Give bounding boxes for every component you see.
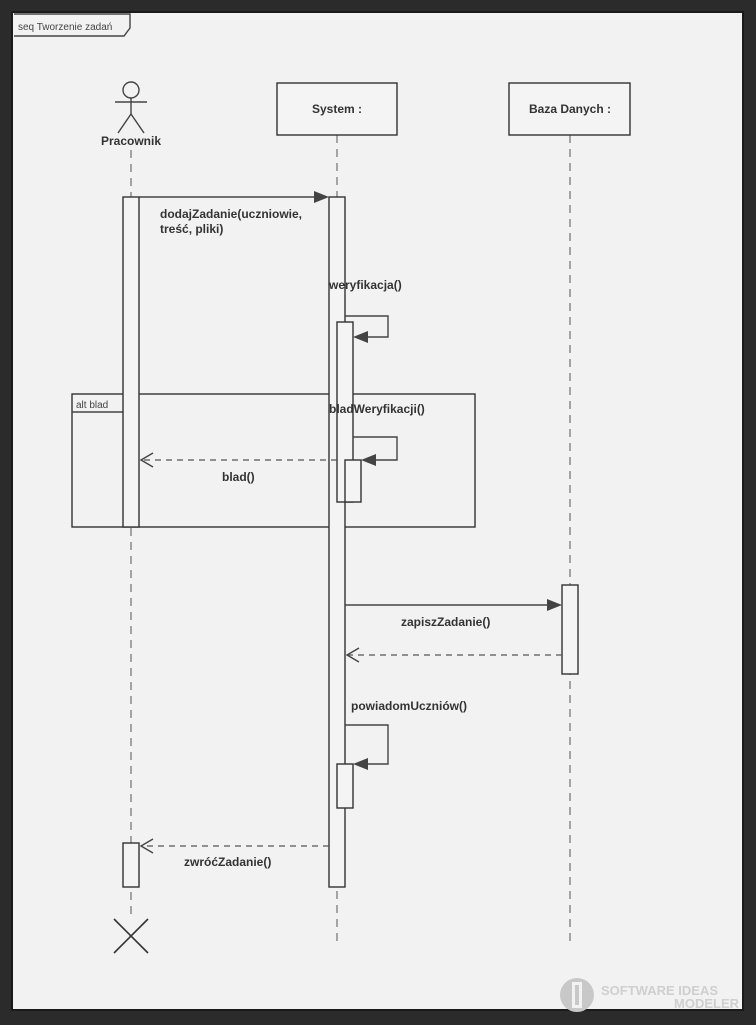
participant-db-label: Baza Danych : xyxy=(529,102,611,116)
message-zapisz-label: zapiszZadanie() xyxy=(401,615,490,629)
message-powiadom-uczniow[interactable]: powiadomUczniów() xyxy=(345,699,467,770)
frame-label: seq Tworzenie zadań xyxy=(18,22,112,33)
watermark-line1: SOFTWARE IDEAS xyxy=(601,983,718,998)
diagram-page xyxy=(11,11,744,1011)
activation-system-blad[interactable] xyxy=(344,459,362,503)
activation-pracownik-1[interactable] xyxy=(122,196,140,528)
message-blad-label: blad() xyxy=(222,470,255,484)
activation-baza-danych[interactable] xyxy=(561,584,579,675)
message-blad-weryfikacji[interactable]: bladWeryfikacji() xyxy=(329,402,425,466)
alt-label: alt blad xyxy=(76,400,108,411)
message-powiadom-label: powiadomUczniów() xyxy=(351,699,467,713)
message-zapisz-return[interactable] xyxy=(345,647,562,663)
message-weryfikacja[interactable]: weryfikacja() xyxy=(328,278,402,343)
destruction-x-icon xyxy=(113,918,149,954)
message-zapisz-zadanie[interactable]: zapiszZadanie() xyxy=(345,599,562,629)
message-weryfikacja-label: weryfikacja() xyxy=(328,278,402,292)
message-dodaj-label-2: treść, pliki) xyxy=(160,222,223,236)
activation-pracownik-2[interactable] xyxy=(122,842,140,888)
message-dodaj-label-1: dodajZadanie(uczniowie, xyxy=(160,207,302,221)
message-blad[interactable]: blad() xyxy=(139,452,337,484)
participant-baza-danych[interactable]: Baza Danych : xyxy=(508,82,631,136)
participant-system-label: System : xyxy=(312,102,362,116)
message-dodaj-zadanie[interactable]: dodajZadanie(uczniowie, treść, pliki) xyxy=(139,191,329,236)
actor-label: Pracownik xyxy=(101,134,161,148)
participant-system[interactable]: System : xyxy=(276,82,398,136)
message-blad-weryfikacji-label: bladWeryfikacji() xyxy=(329,402,425,416)
message-zwroc-zadanie[interactable]: zwróćZadanie() xyxy=(139,838,329,869)
activation-system-powiadom[interactable] xyxy=(336,763,354,809)
actor-icon[interactable] xyxy=(115,81,147,134)
message-zwroc-label: zwróćZadanie() xyxy=(184,855,271,869)
watermark-line2: MODELER xyxy=(674,996,740,1011)
frame-tab: seq Tworzenie zadań xyxy=(14,13,131,37)
software-ideas-logo: SOFTWARE IDEAS MODELER xyxy=(560,978,740,1012)
